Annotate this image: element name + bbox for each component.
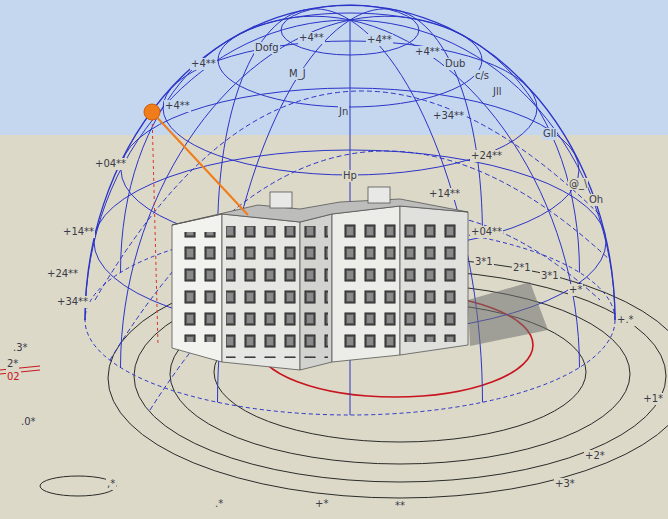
sun-ray [152, 112, 248, 215]
scale-label: +04** [470, 226, 503, 238]
windows [404, 218, 464, 342]
scale-label: @_\ [568, 178, 588, 190]
scale-label: Dub [444, 58, 466, 70]
windows [336, 222, 396, 350]
windows [226, 226, 296, 358]
scale-label: +* [314, 498, 329, 510]
scale-label: .0* [20, 416, 37, 428]
sun-drop-line [152, 112, 158, 345]
building-face [332, 206, 400, 362]
sun [144, 104, 160, 120]
sky-dome [85, 5, 615, 415]
windows [304, 226, 328, 358]
azimuth-line [121, 16, 580, 367]
sun-path [150, 212, 600, 410]
scale-label: Gll [542, 128, 557, 140]
scale-label: M_J [288, 68, 307, 80]
scale-label: +3* [554, 478, 576, 490]
scale-label: +4** [190, 58, 217, 70]
scale-label: +04** [94, 158, 127, 170]
scale-label: +34** [432, 110, 465, 122]
windows [176, 232, 218, 342]
scale-label: +4** [164, 100, 191, 112]
azimuth-line [121, 16, 580, 367]
sun-path [110, 151, 610, 360]
building-face [400, 206, 468, 355]
ground [0, 135, 668, 519]
scale-label: +14** [428, 188, 461, 200]
scale-label: 2* [6, 358, 19, 370]
scale-label: .3* [12, 342, 29, 354]
scale-label: 2*1 [512, 262, 532, 274]
scale-label: +24** [470, 150, 503, 162]
scale-label: Jn [338, 106, 349, 118]
scale-label: 3*1 [474, 256, 494, 268]
building-face [172, 214, 222, 362]
scale-label: +14** [62, 226, 95, 238]
small-ellipse [40, 476, 116, 496]
scale-label: +34** [56, 296, 89, 308]
scale-label: Dofg [254, 42, 280, 54]
scale-label: +2* [584, 450, 606, 462]
scale-label: ,* [106, 478, 116, 490]
scale-label: .* [214, 498, 224, 510]
scale-label: 3*1 [540, 270, 560, 282]
scale-label: +24** [46, 268, 79, 280]
building-shadow [468, 282, 548, 346]
scale-label: 02 [6, 371, 21, 383]
scale-label: Hp [342, 170, 358, 182]
building-face [222, 214, 300, 370]
roof-box [270, 192, 292, 208]
scale-label: +1* [642, 393, 664, 405]
scale-label: +* [568, 284, 583, 296]
building-face [300, 214, 332, 370]
roof-box [368, 187, 390, 203]
scale-label: +4** [298, 32, 325, 44]
scale-label: ** [394, 500, 406, 512]
scale-label: +4** [414, 46, 441, 58]
scale-label: c/s [474, 70, 490, 82]
scale-label: +4** [366, 34, 393, 46]
scale-label: +.* [616, 314, 635, 326]
scale-label: Jll [492, 86, 503, 98]
scale-label: Oh [588, 194, 604, 206]
building [172, 187, 548, 370]
